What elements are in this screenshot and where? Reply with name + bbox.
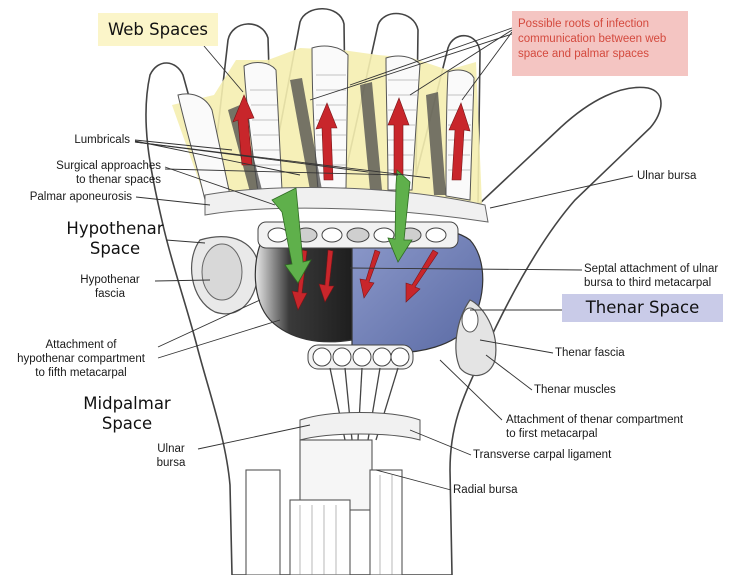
- thenar-fascia-node: [461, 307, 479, 333]
- thenar-muscles-label: Thenar muscles: [534, 384, 616, 396]
- septal-attachment-label: Septal attachment of ulnar bursa to thir…: [584, 263, 719, 289]
- hypothenar-space-label: Hypothenar Space: [66, 219, 164, 258]
- thenar-space-label-box: Thenar Space: [562, 294, 723, 322]
- forearm-tendon-1: [245, 469, 281, 575]
- forearm-tendon-3: [369, 469, 403, 575]
- possible-roots-label: Possible roots of infection communicatio…: [518, 18, 667, 60]
- forearm-tendon-striations: [299, 475, 393, 575]
- radial-bursa-label: Radial bursa: [453, 484, 518, 496]
- surgical-approaches-label: Surgical approaches to thenar spaces: [56, 160, 161, 186]
- infection-arrows: [232, 94, 471, 311]
- palmar-aponeurosis-label: Palmar aponeurosis: [29, 191, 132, 203]
- transverse-carpal-ligament: [299, 412, 421, 441]
- radial-bursa-sheath: [299, 439, 373, 511]
- ulnar-bursa-top-label: Ulnar bursa: [637, 170, 697, 182]
- thenar-space-label: Thenar Space: [585, 298, 700, 317]
- midpalmar-space-label: Midpalmar Space: [83, 394, 171, 433]
- hypothenar-fascia-label: Hypothenar fascia: [80, 274, 140, 300]
- web-spaces-label: Web Spaces: [107, 19, 209, 39]
- attachment-hypothenar-label: Attachment of hypothenar compartment to …: [17, 339, 145, 379]
- lumbricals-label: Lumbricals: [74, 134, 130, 146]
- possible-roots-label-box: Possible roots of infection communicatio…: [512, 11, 688, 76]
- surgical-approach-arrows: [271, 169, 413, 284]
- carpal-tendons: [307, 344, 414, 370]
- forearm-tendon-2: [289, 499, 351, 575]
- palmar-aponeurosis: [204, 187, 489, 223]
- thenar-fascia-label: Thenar fascia: [555, 347, 625, 359]
- web-spaces-label-box: Web Spaces: [98, 13, 218, 46]
- hypothenar-muscle: [201, 243, 243, 301]
- transverse-carpal-ligament-label: Transverse carpal ligament: [473, 449, 612, 461]
- leader-lines: [134, 27, 634, 491]
- attachment-thenar-label: Attachment of thenar compartment to firs…: [506, 414, 684, 440]
- lumbricals: [228, 78, 446, 195]
- ulnar-bursa-bottom-label: Ulnar bursa: [156, 443, 186, 469]
